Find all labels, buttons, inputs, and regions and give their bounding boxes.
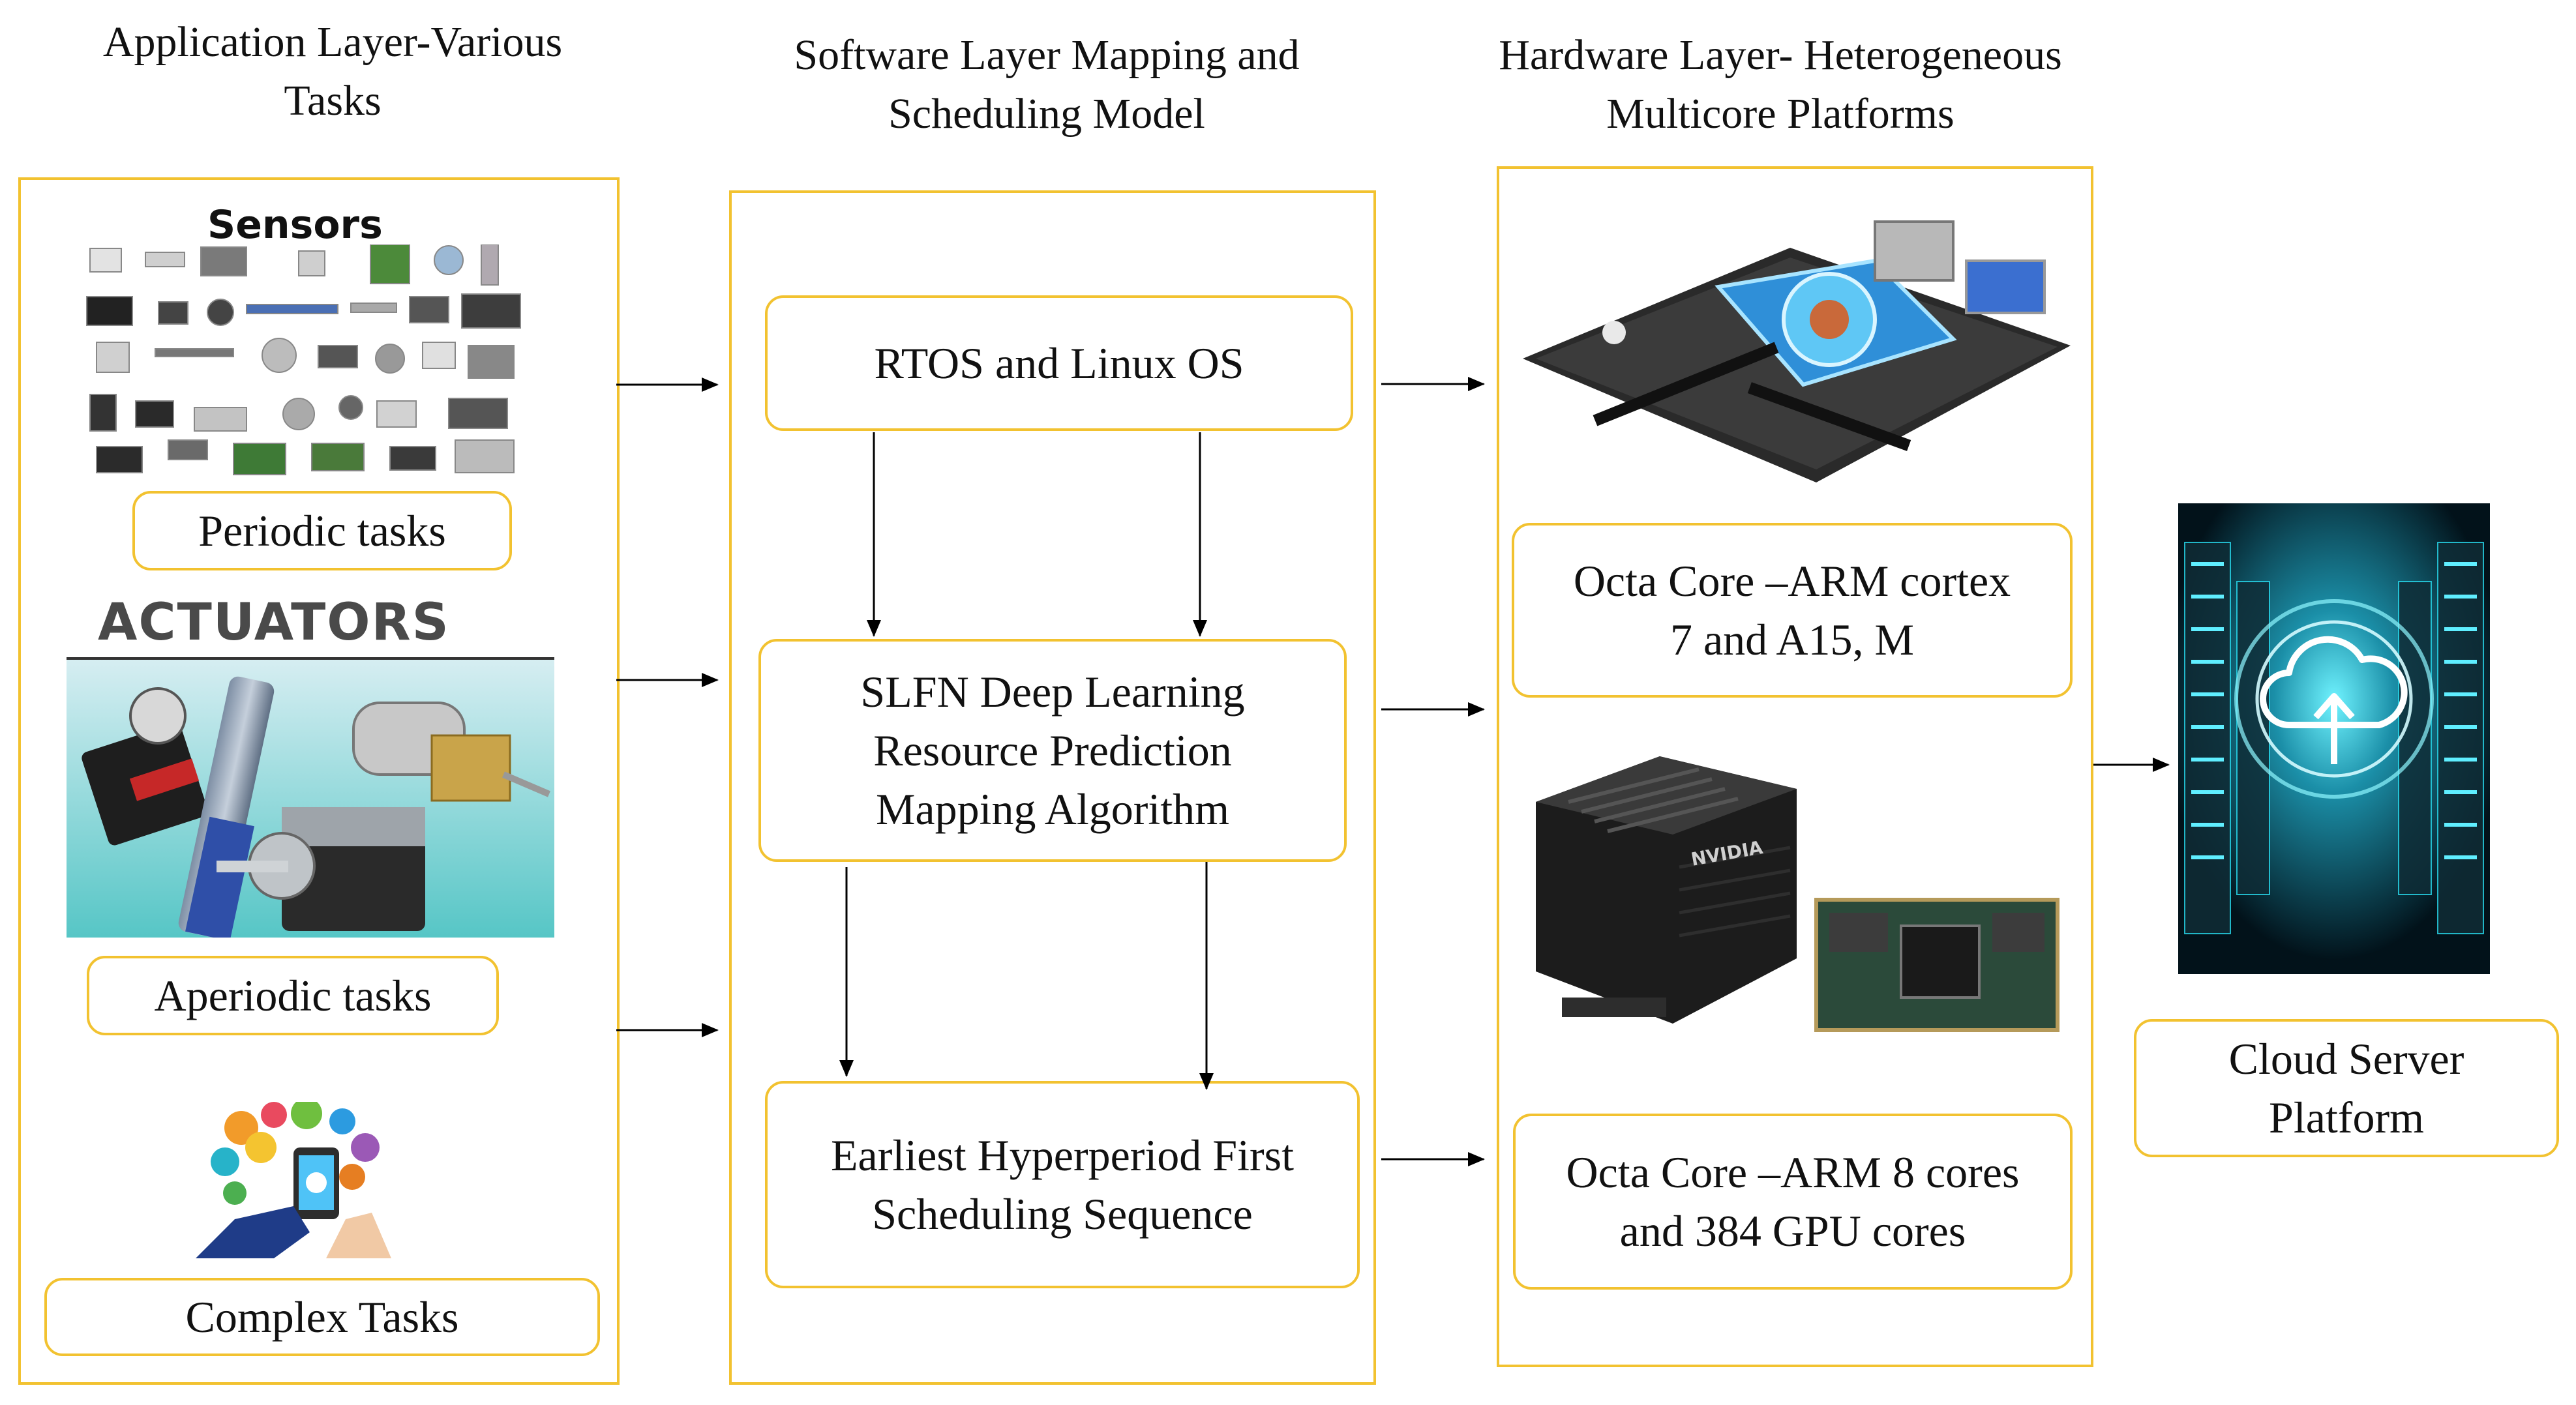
slfn-algorithm-label: SLFN Deep Learning Resource Prediction M… [860,667,1245,834]
complex-tasks-icon [196,1102,391,1258]
ehf-scheduling-label: Earliest Hyperperiod First Scheduling Se… [830,1131,1295,1239]
sensors-title: Sensors [207,202,383,248]
sensors-collage-image [86,244,521,475]
nvidia-jetson-image: NVIDIA [1536,756,2059,1032]
arm-board-image [1523,220,2071,482]
cloud-server-image [2178,503,2490,974]
octa-core-gpu-label: Octa Core –ARM 8 cores and 384 GPU cores [1566,1147,2020,1256]
heading-hardware-layer: Hardware Layer- Heterogeneous Multicore … [1499,31,2062,138]
periodic-tasks-label: Periodic tasks [198,506,446,555]
complex-tasks-label: Complex Tasks [185,1292,459,1342]
periodic-tasks-box: Periodic tasks [132,491,512,570]
cloud-server-label: Cloud Server Platform [2228,1034,2464,1142]
heading-software-layer: Software Layer Mapping and Scheduling Mo… [794,31,1300,138]
cloud-server-box: Cloud Server Platform [2134,1019,2559,1157]
actuators-title: ACTUATORS [98,593,450,652]
rtos-linux-label: RTOS and Linux OS [874,338,1244,388]
octa-core-arm-cortex-box: Octa Core –ARM cortex 7 and A15, M [1512,523,2073,698]
ehf-scheduling-box: Earliest Hyperperiod First Scheduling Se… [765,1081,1360,1288]
aperiodic-tasks-box: Aperiodic tasks [87,956,499,1035]
complex-tasks-box: Complex Tasks [44,1278,600,1356]
aperiodic-tasks-label: Aperiodic tasks [154,971,432,1020]
octa-core-arm-cortex-label: Octa Core –ARM cortex 7 and A15, M [1573,556,2011,664]
slfn-algorithm-box: SLFN Deep Learning Resource Prediction M… [758,639,1347,862]
octa-core-gpu-box: Octa Core –ARM 8 cores and 384 GPU cores [1513,1114,2073,1290]
heading-application-layer: Application Layer-Various Tasks [102,18,563,125]
actuators-image [67,657,554,938]
rtos-linux-box: RTOS and Linux OS [765,295,1353,431]
